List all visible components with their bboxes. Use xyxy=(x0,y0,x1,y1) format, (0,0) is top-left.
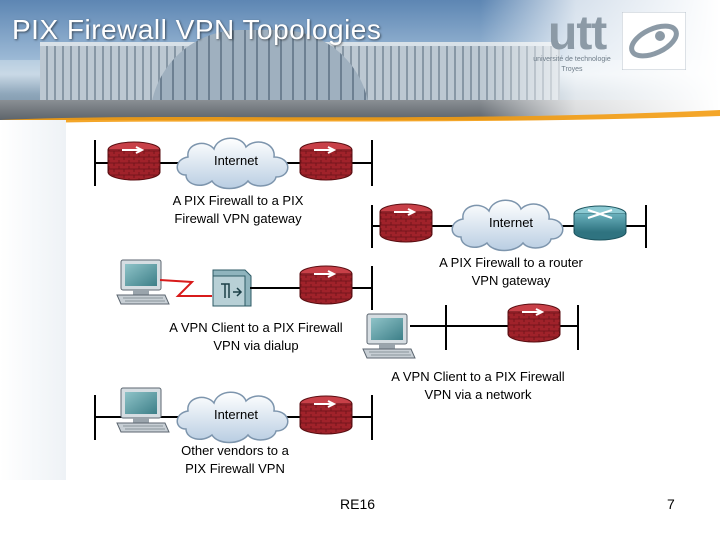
header-banner xyxy=(0,0,720,120)
caption-line: VPN via dialup xyxy=(213,338,299,353)
caption-line: Firewall VPN gateway xyxy=(174,211,302,226)
logo-subtitle: université de technologie xyxy=(533,56,611,63)
logo-subtitle-city: Troyes xyxy=(561,66,583,73)
caption-client-dialup: A VPN Client to a PIX Firewall VPN via d… xyxy=(146,319,366,355)
caption-line: A PIX Firewall to a router xyxy=(439,255,583,270)
caption-line: Other vendors to a xyxy=(181,443,289,458)
caption-other-vendors: Other vendors to a PIX Firewall VPN xyxy=(150,442,320,478)
slide-title: PIX Firewall VPN Topologies xyxy=(12,14,382,45)
cloud-label-5: Internet xyxy=(213,407,259,422)
topology-client-network xyxy=(362,303,579,359)
footer-course-code: RE16 xyxy=(340,496,376,512)
topology-client-dialup xyxy=(116,259,373,310)
topology-pix-to-pix xyxy=(94,137,373,190)
cloud-label-2: Internet xyxy=(488,215,534,230)
page-number: 7 xyxy=(667,496,675,512)
caption-line: A VPN Client to a PIX Firewall xyxy=(169,320,343,335)
caption-pix-to-pix: A PIX Firewall to a PIX Firewall VPN gat… xyxy=(148,192,328,228)
caption-line: VPN via a network xyxy=(424,387,532,402)
caption-line: A VPN Client to a PIX Firewall xyxy=(391,369,565,384)
utt-logo-mark-icon xyxy=(622,12,686,70)
left-gradient-band xyxy=(0,120,66,480)
topology-other-vendors xyxy=(94,387,373,444)
logo-wordmark: utt xyxy=(548,7,607,60)
cloud-label-1: Internet xyxy=(213,153,259,168)
caption-line: A PIX Firewall to a PIX xyxy=(172,193,304,208)
caption-line: VPN gateway xyxy=(471,273,551,288)
caption-client-network: A VPN Client to a PIX Firewall VPN via a… xyxy=(368,368,588,404)
topology-pix-to-router xyxy=(371,199,647,252)
caption-pix-to-router: A PIX Firewall to a router VPN gateway xyxy=(416,254,606,290)
caption-line: PIX Firewall VPN xyxy=(185,461,285,476)
orange-accent-bar xyxy=(0,110,720,128)
